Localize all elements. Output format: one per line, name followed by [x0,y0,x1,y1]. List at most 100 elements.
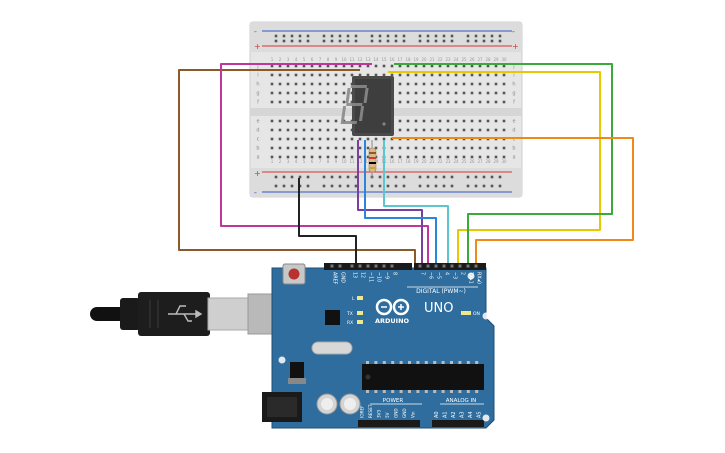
breadboard-hole[interactable] [486,155,490,159]
breadboard-hole[interactable] [398,100,402,104]
rail-hole[interactable] [322,34,326,38]
rail-hole[interactable] [434,175,438,179]
breadboard-hole[interactable] [310,100,314,104]
rail-hole[interactable] [290,175,294,179]
rail-hole[interactable] [354,175,358,179]
rail-hole[interactable] [338,175,342,179]
breadboard-hole[interactable] [422,82,426,86]
breadboard-hole[interactable] [438,155,442,159]
wire-green[interactable] [394,63,613,268]
breadboard-hole[interactable] [310,82,314,86]
breadboard-hole[interactable] [318,100,322,104]
header-pin[interactable] [382,264,386,268]
rail-hole[interactable] [378,39,382,43]
breadboard-hole[interactable] [278,91,282,95]
breadboard-hole[interactable] [446,128,450,132]
breadboard-hole[interactable] [462,82,466,86]
rail-hole[interactable] [394,175,398,179]
rail-hole[interactable] [466,34,470,38]
breadboard-hole[interactable] [430,82,434,86]
breadboard-hole[interactable] [430,64,434,68]
breadboard-hole[interactable] [358,64,362,68]
rail-hole[interactable] [354,34,358,38]
breadboard-hole[interactable] [470,155,474,159]
header-pin[interactable] [418,264,422,268]
header-pin[interactable] [374,264,378,268]
breadboard-hole[interactable] [350,73,354,77]
rail-hole[interactable] [450,39,454,43]
breadboard-hole[interactable] [446,146,450,150]
breadboard-hole[interactable] [366,146,370,150]
rail-hole[interactable] [322,39,326,43]
breadboard-hole[interactable] [494,128,498,132]
rail-hole[interactable] [274,175,278,179]
breadboard-hole[interactable] [326,128,330,132]
breadboard-hole[interactable] [270,146,274,150]
rail-hole[interactable] [418,175,422,179]
breadboard-hole[interactable] [318,82,322,86]
breadboard-hole[interactable] [422,100,426,104]
breadboard-hole[interactable] [302,91,306,95]
wire-magenta[interactable] [220,63,429,268]
rail-hole[interactable] [418,184,422,188]
breadboard-hole[interactable] [310,73,314,77]
breadboard-hole[interactable] [318,137,322,141]
breadboard-hole[interactable] [286,64,290,68]
resistor-icon[interactable] [368,140,377,178]
breadboard-hole[interactable] [430,73,434,77]
rail-hole[interactable] [426,184,430,188]
breadboard-hole[interactable] [446,73,450,77]
breadboard-hole[interactable] [454,146,458,150]
breadboard-hole[interactable] [462,119,466,123]
breadboard-hole[interactable] [270,155,274,159]
breadboard-hole[interactable] [414,155,418,159]
breadboard-hole[interactable] [286,128,290,132]
breadboard-hole[interactable] [414,146,418,150]
breadboard-hole[interactable] [310,146,314,150]
rail-hole[interactable] [434,34,438,38]
breadboard-hole[interactable] [430,100,434,104]
breadboard-hole[interactable] [270,64,274,68]
rail-hole[interactable] [434,39,438,43]
breadboard-hole[interactable] [382,137,386,141]
breadboard-hole[interactable] [422,146,426,150]
breadboard-hole[interactable] [374,146,378,150]
breadboard-hole[interactable] [342,128,346,132]
breadboard-hole[interactable] [414,64,418,68]
rail-hole[interactable] [370,184,374,188]
rail-hole[interactable] [370,34,374,38]
rail-hole[interactable] [466,39,470,43]
breadboard-hole[interactable] [374,73,378,77]
rail-hole[interactable] [290,184,294,188]
rail-hole[interactable] [498,34,502,38]
breadboard-hole[interactable] [326,82,330,86]
rail-hole[interactable] [490,184,494,188]
rail-hole[interactable] [402,34,406,38]
rail-hole[interactable] [426,34,430,38]
breadboard-hole[interactable] [454,128,458,132]
breadboard-hole[interactable] [270,137,274,141]
rail-hole[interactable] [386,184,390,188]
breadboard-hole[interactable] [294,100,298,104]
breadboard-hole[interactable] [366,155,370,159]
breadboard-hole[interactable] [286,91,290,95]
breadboard-hole[interactable] [302,64,306,68]
rail-hole[interactable] [498,39,502,43]
breadboard-hole[interactable] [334,82,338,86]
breadboard-hole[interactable] [494,91,498,95]
breadboard-hole[interactable] [454,91,458,95]
breadboard-hole[interactable] [494,82,498,86]
rail-hole[interactable] [330,184,334,188]
rail-hole[interactable] [474,39,478,43]
breadboard-hole[interactable] [278,155,282,159]
breadboard-hole[interactable] [494,100,498,104]
breadboard-hole[interactable] [494,119,498,123]
breadboard-hole[interactable] [318,119,322,123]
breadboard-hole[interactable] [438,73,442,77]
breadboard-hole[interactable] [270,100,274,104]
breadboard-hole[interactable] [486,73,490,77]
rail-hole[interactable] [282,39,286,43]
breadboard-hole[interactable] [390,146,394,150]
breadboard-hole[interactable] [278,137,282,141]
breadboard-hole[interactable] [366,64,370,68]
